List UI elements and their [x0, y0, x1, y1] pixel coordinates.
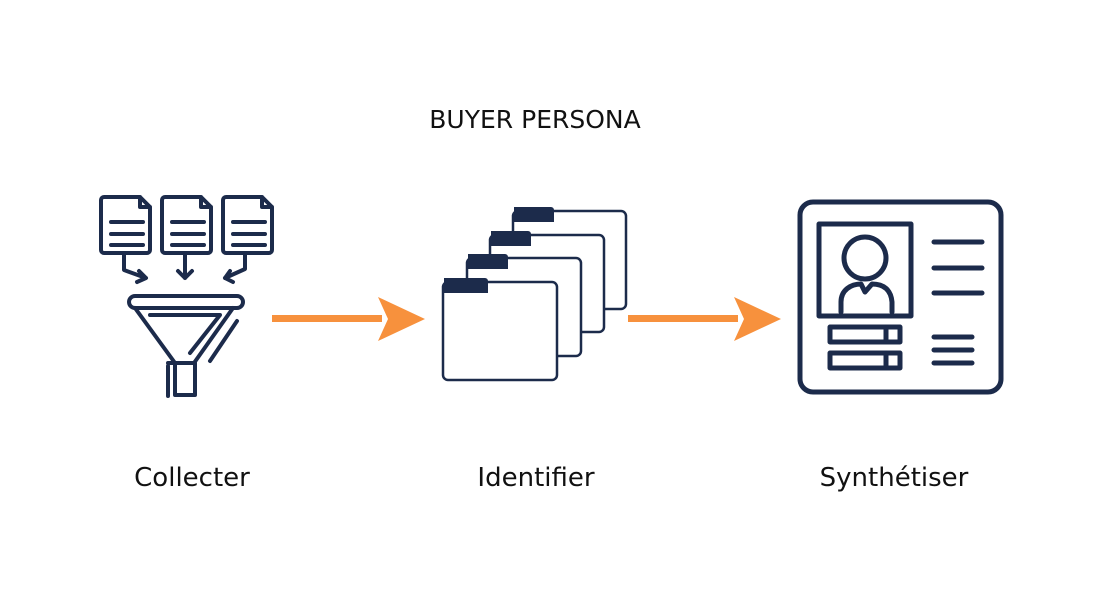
funnel-documents-icon	[99, 195, 274, 398]
stacked-folders-icon	[441, 207, 628, 382]
step-label-synthetiser: Synthétiser	[820, 463, 969, 493]
profile-card-icon	[797, 199, 1004, 395]
diagram-title: BUYER PERSONA	[429, 105, 640, 134]
arrow-right-icon	[628, 297, 781, 341]
step-label-identifier: Identifier	[477, 463, 594, 493]
step-label-collecter: Collecter	[134, 463, 250, 493]
arrow-right-icon	[272, 297, 425, 341]
